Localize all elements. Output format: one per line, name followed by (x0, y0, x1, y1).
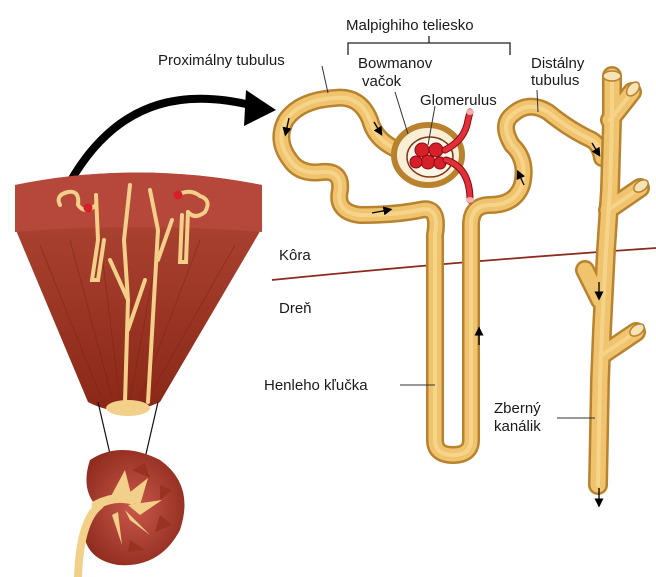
label-bowman-line1: Bowmanov (358, 55, 432, 72)
kidney-cross-section (78, 450, 185, 577)
label-collecting-line2: kanálik (494, 418, 541, 435)
kidney-pyramid (15, 173, 262, 481)
zoom-arrow (70, 99, 262, 182)
label-malpighian-corpuscle: Malpighiho teliesko (346, 17, 474, 34)
label-collecting-line1: Zberný (494, 400, 541, 417)
label-glomerulus: Glomerulus (420, 92, 497, 109)
label-cortex: Kôra (279, 247, 311, 264)
label-henle-loop: Henleho kľučka (264, 377, 368, 394)
label-proximal-tubule: Proximálny tubulus (158, 52, 285, 69)
label-distal-line2: tubulus (531, 72, 579, 89)
label-medulla: Dreň (279, 300, 312, 317)
label-bowman-line2: vačok (362, 73, 401, 90)
corpuscle-bracket (348, 36, 510, 55)
label-distal-line1: Distálny (531, 55, 584, 72)
zoom-arrow-head (244, 90, 276, 126)
